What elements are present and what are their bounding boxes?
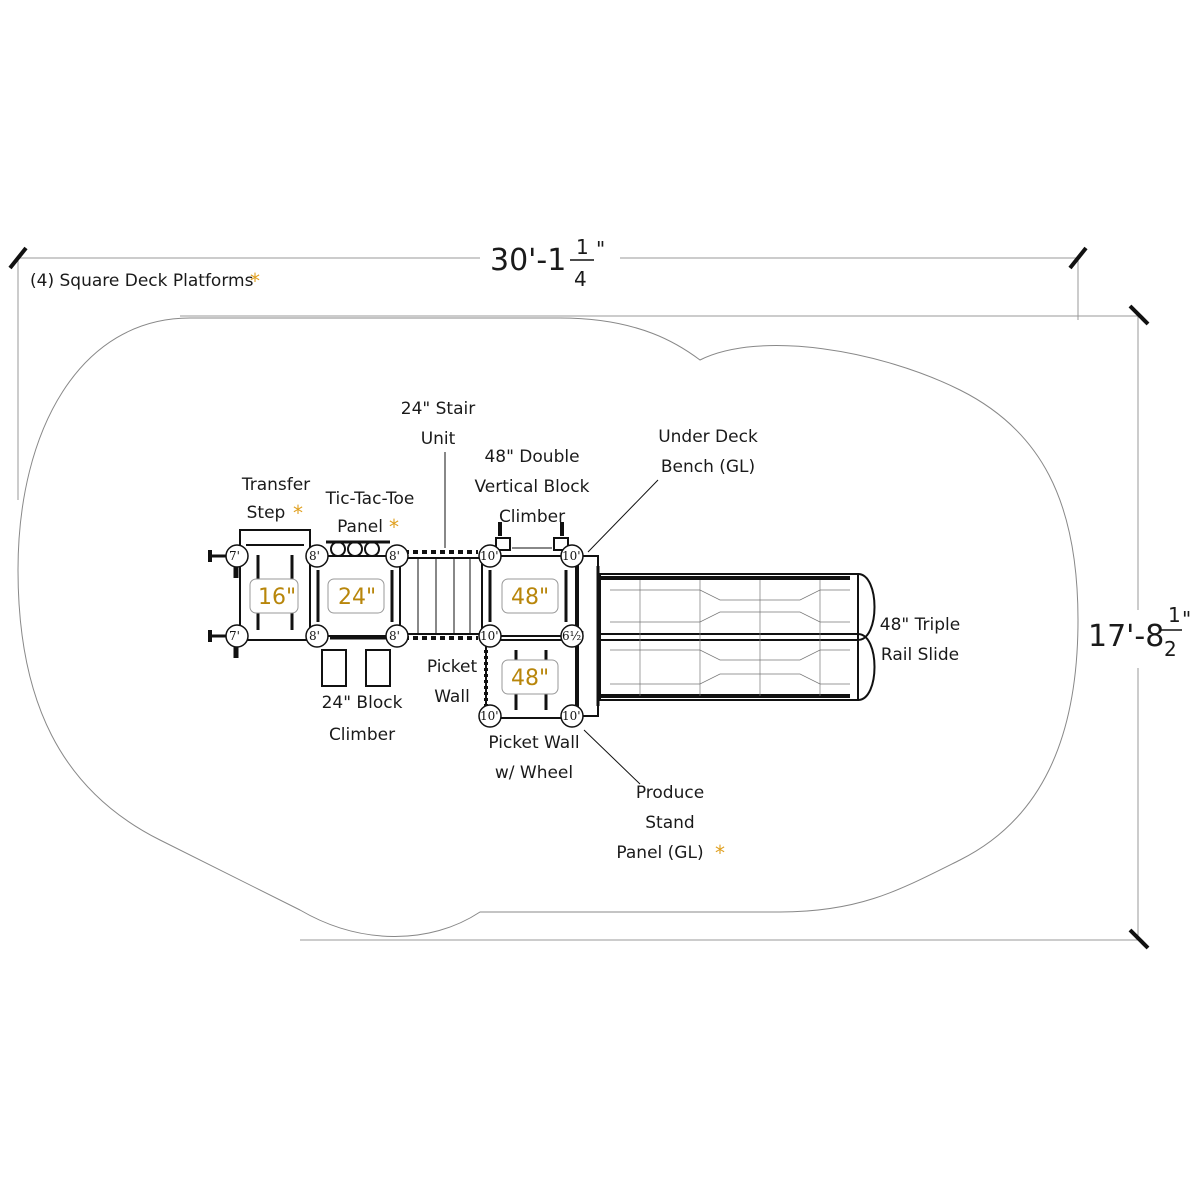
tic-tac-toe-star: *: [389, 515, 399, 539]
depth-main: 17'-8: [1088, 619, 1164, 654]
block-climber-48-line2: Vertical Block: [474, 477, 589, 497]
post-3: 8': [309, 549, 320, 563]
width-main: 30'-1: [490, 243, 566, 278]
slide-lane-bottom: [599, 633, 859, 701]
post-12: 10': [562, 709, 581, 723]
width-dimension: 30'-1 1 4 ": [8, 235, 1088, 500]
depth-dimension: 17'-8 1 2 ": [180, 304, 1191, 950]
produce-stand-line1: Produce: [636, 783, 704, 803]
post-2: 7': [229, 629, 240, 643]
picket-wall-wheel-line1: Picket Wall: [488, 733, 579, 753]
width-unit: ": [596, 237, 605, 261]
picket-wall-line1: Picket: [427, 657, 478, 677]
block-climber-24-line2: Climber: [329, 725, 395, 745]
tic-tac-toe-line1: Tic-Tac-Toe: [325, 489, 415, 509]
post-5: 8': [389, 549, 400, 563]
width-den: 4: [574, 267, 587, 291]
deck-48-upper: 48": [501, 578, 559, 614]
stair-unit-line1: 24" Stair: [401, 399, 475, 419]
block-climber-24-line1: 24" Block: [322, 693, 403, 713]
triple-slide-line2: Rail Slide: [881, 645, 959, 665]
block-climber-48-line3: Climber: [499, 507, 565, 527]
posts: [225, 544, 584, 728]
produce-stand-star: *: [715, 841, 725, 865]
deck-48-lower-label: 48": [511, 666, 549, 691]
triple-slide-line1: 48" Triple: [880, 615, 960, 635]
picket-wall-line2: Wall: [434, 687, 470, 707]
use-zone-outline: [17, 317, 1079, 937]
picket-wall-wheel-line2: w/ Wheel: [495, 763, 573, 783]
produce-stand-line2: Stand: [645, 813, 694, 833]
transfer-step-line2: Step: [247, 503, 286, 523]
depth-den: 2: [1164, 637, 1177, 661]
deck-48-upper-frame: [481, 555, 577, 637]
deck-48-lower: 48": [501, 659, 559, 695]
post-4: 8': [309, 629, 320, 643]
post-1: 7': [229, 549, 240, 563]
deck-24: 24": [327, 578, 385, 614]
post-11: 10': [480, 709, 499, 723]
slide-lane-top: [599, 573, 859, 641]
depth-unit: ": [1182, 607, 1191, 631]
post-10: 6½': [562, 629, 585, 643]
component-labels: Transfer Step * Tic-Tac-Toe Panel * 24" …: [241, 399, 960, 865]
under-deck-bench-line2: Bench (GL): [661, 457, 755, 477]
width-num: 1: [576, 235, 589, 259]
stair-unit-line2: Unit: [421, 429, 456, 449]
slide-detail: [610, 580, 850, 696]
deck-16-label: 16": [258, 585, 296, 610]
transfer-step-star: *: [293, 501, 303, 525]
deck-24-label: 24": [338, 585, 376, 610]
tic-tac-toe-line2: Panel: [337, 517, 383, 537]
transfer-step-line1: Transfer: [241, 475, 310, 495]
depth-num: 1: [1168, 603, 1181, 627]
deck-16: 16": [249, 578, 299, 614]
deck-48-upper-label: 48": [511, 585, 549, 610]
under-deck-bench-line1: Under Deck: [658, 427, 758, 447]
post-7: 10': [480, 549, 499, 563]
post-9: 10': [562, 549, 581, 563]
post-8: 10': [480, 629, 499, 643]
block-climber-48-line1: 48" Double: [484, 447, 579, 467]
note-star: *: [250, 269, 260, 293]
deck-platform-note: (4) Square Deck Platforms: [30, 271, 254, 291]
produce-stand-line3: Panel (GL): [616, 843, 703, 863]
leader-lines: [444, 452, 659, 785]
post-6: 8': [389, 629, 400, 643]
